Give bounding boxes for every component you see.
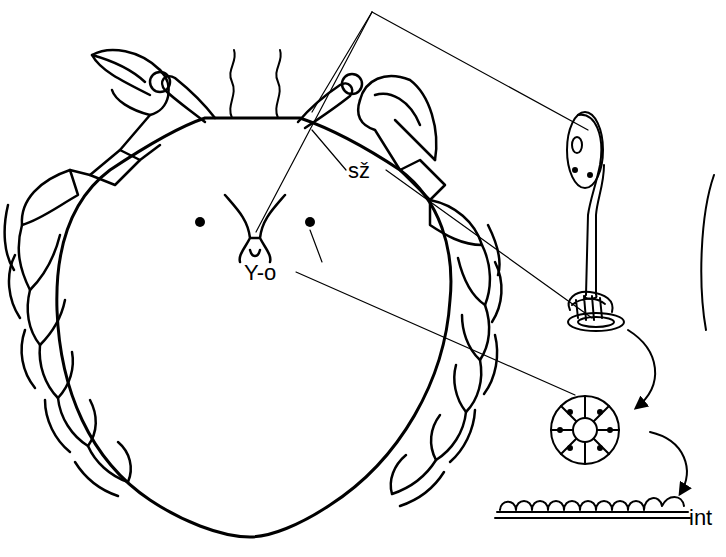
part-label: int bbox=[689, 507, 712, 529]
eyestalk-inset bbox=[567, 112, 624, 331]
y-organ-dot bbox=[195, 217, 205, 227]
antennae bbox=[230, 50, 281, 118]
y-organ-inset bbox=[551, 396, 619, 464]
leader-lines bbox=[256, 12, 592, 395]
bracket-fragment bbox=[701, 175, 714, 330]
integument-inset bbox=[495, 497, 690, 518]
part-label: sž bbox=[348, 160, 370, 182]
part-label: Y-o bbox=[244, 262, 276, 284]
carapace-outline bbox=[57, 118, 451, 537]
nervous-tract bbox=[225, 195, 285, 262]
eyestalks bbox=[150, 72, 362, 128]
flow-arrows bbox=[628, 330, 687, 494]
left-legs bbox=[5, 170, 131, 496]
y-organ-dot bbox=[305, 217, 315, 227]
